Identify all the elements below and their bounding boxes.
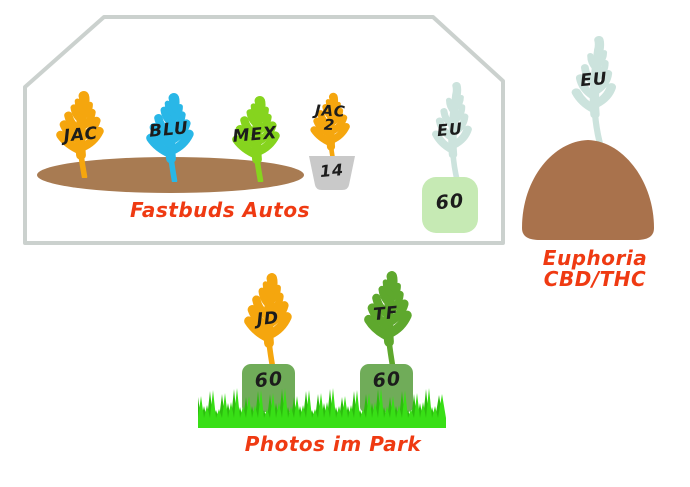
soil-mound bbox=[522, 140, 654, 240]
pot-60-greenhouse-label: 60 bbox=[434, 189, 466, 215]
pot-60-greenhouse bbox=[422, 177, 478, 233]
euphoria-caption-line2: CBD/THC bbox=[543, 267, 647, 291]
euphoria-caption: Euphoria CBD/THC bbox=[500, 248, 690, 290]
plant-jac2-label: JAC 2 bbox=[304, 101, 355, 135]
plant-eu-outdoor bbox=[556, 36, 634, 144]
grass bbox=[198, 388, 446, 428]
plant-mex-label: MEX bbox=[231, 123, 279, 147]
euphoria-caption-line1: Euphoria bbox=[542, 246, 648, 270]
plant-jac2-label-line2: 2 bbox=[323, 115, 336, 135]
park-caption: Photos im Park bbox=[244, 432, 422, 456]
greenhouse-caption: Fastbuds Autos bbox=[130, 198, 310, 222]
pot-14 bbox=[309, 156, 355, 190]
